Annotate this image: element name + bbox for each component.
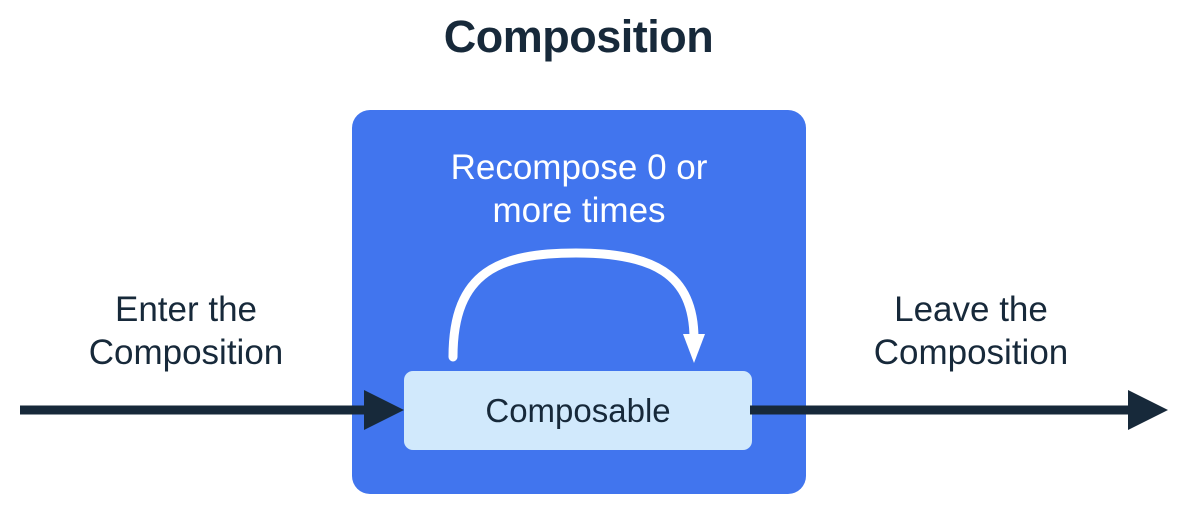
leave-composition-label: Leave the Composition [873,290,1069,372]
composable-label: Composable [485,392,671,429]
recompose-loop-arrow-icon [448,248,705,363]
recompose-label: Recompose 0 or more times [450,148,708,230]
enter-composition-label: Enter the Composition [88,290,284,372]
leave-composition-arrow-icon [750,390,1168,430]
page-title: Composition [443,11,714,62]
enter-composition-arrow-icon [20,390,404,430]
composable-node: Composable [404,371,752,450]
